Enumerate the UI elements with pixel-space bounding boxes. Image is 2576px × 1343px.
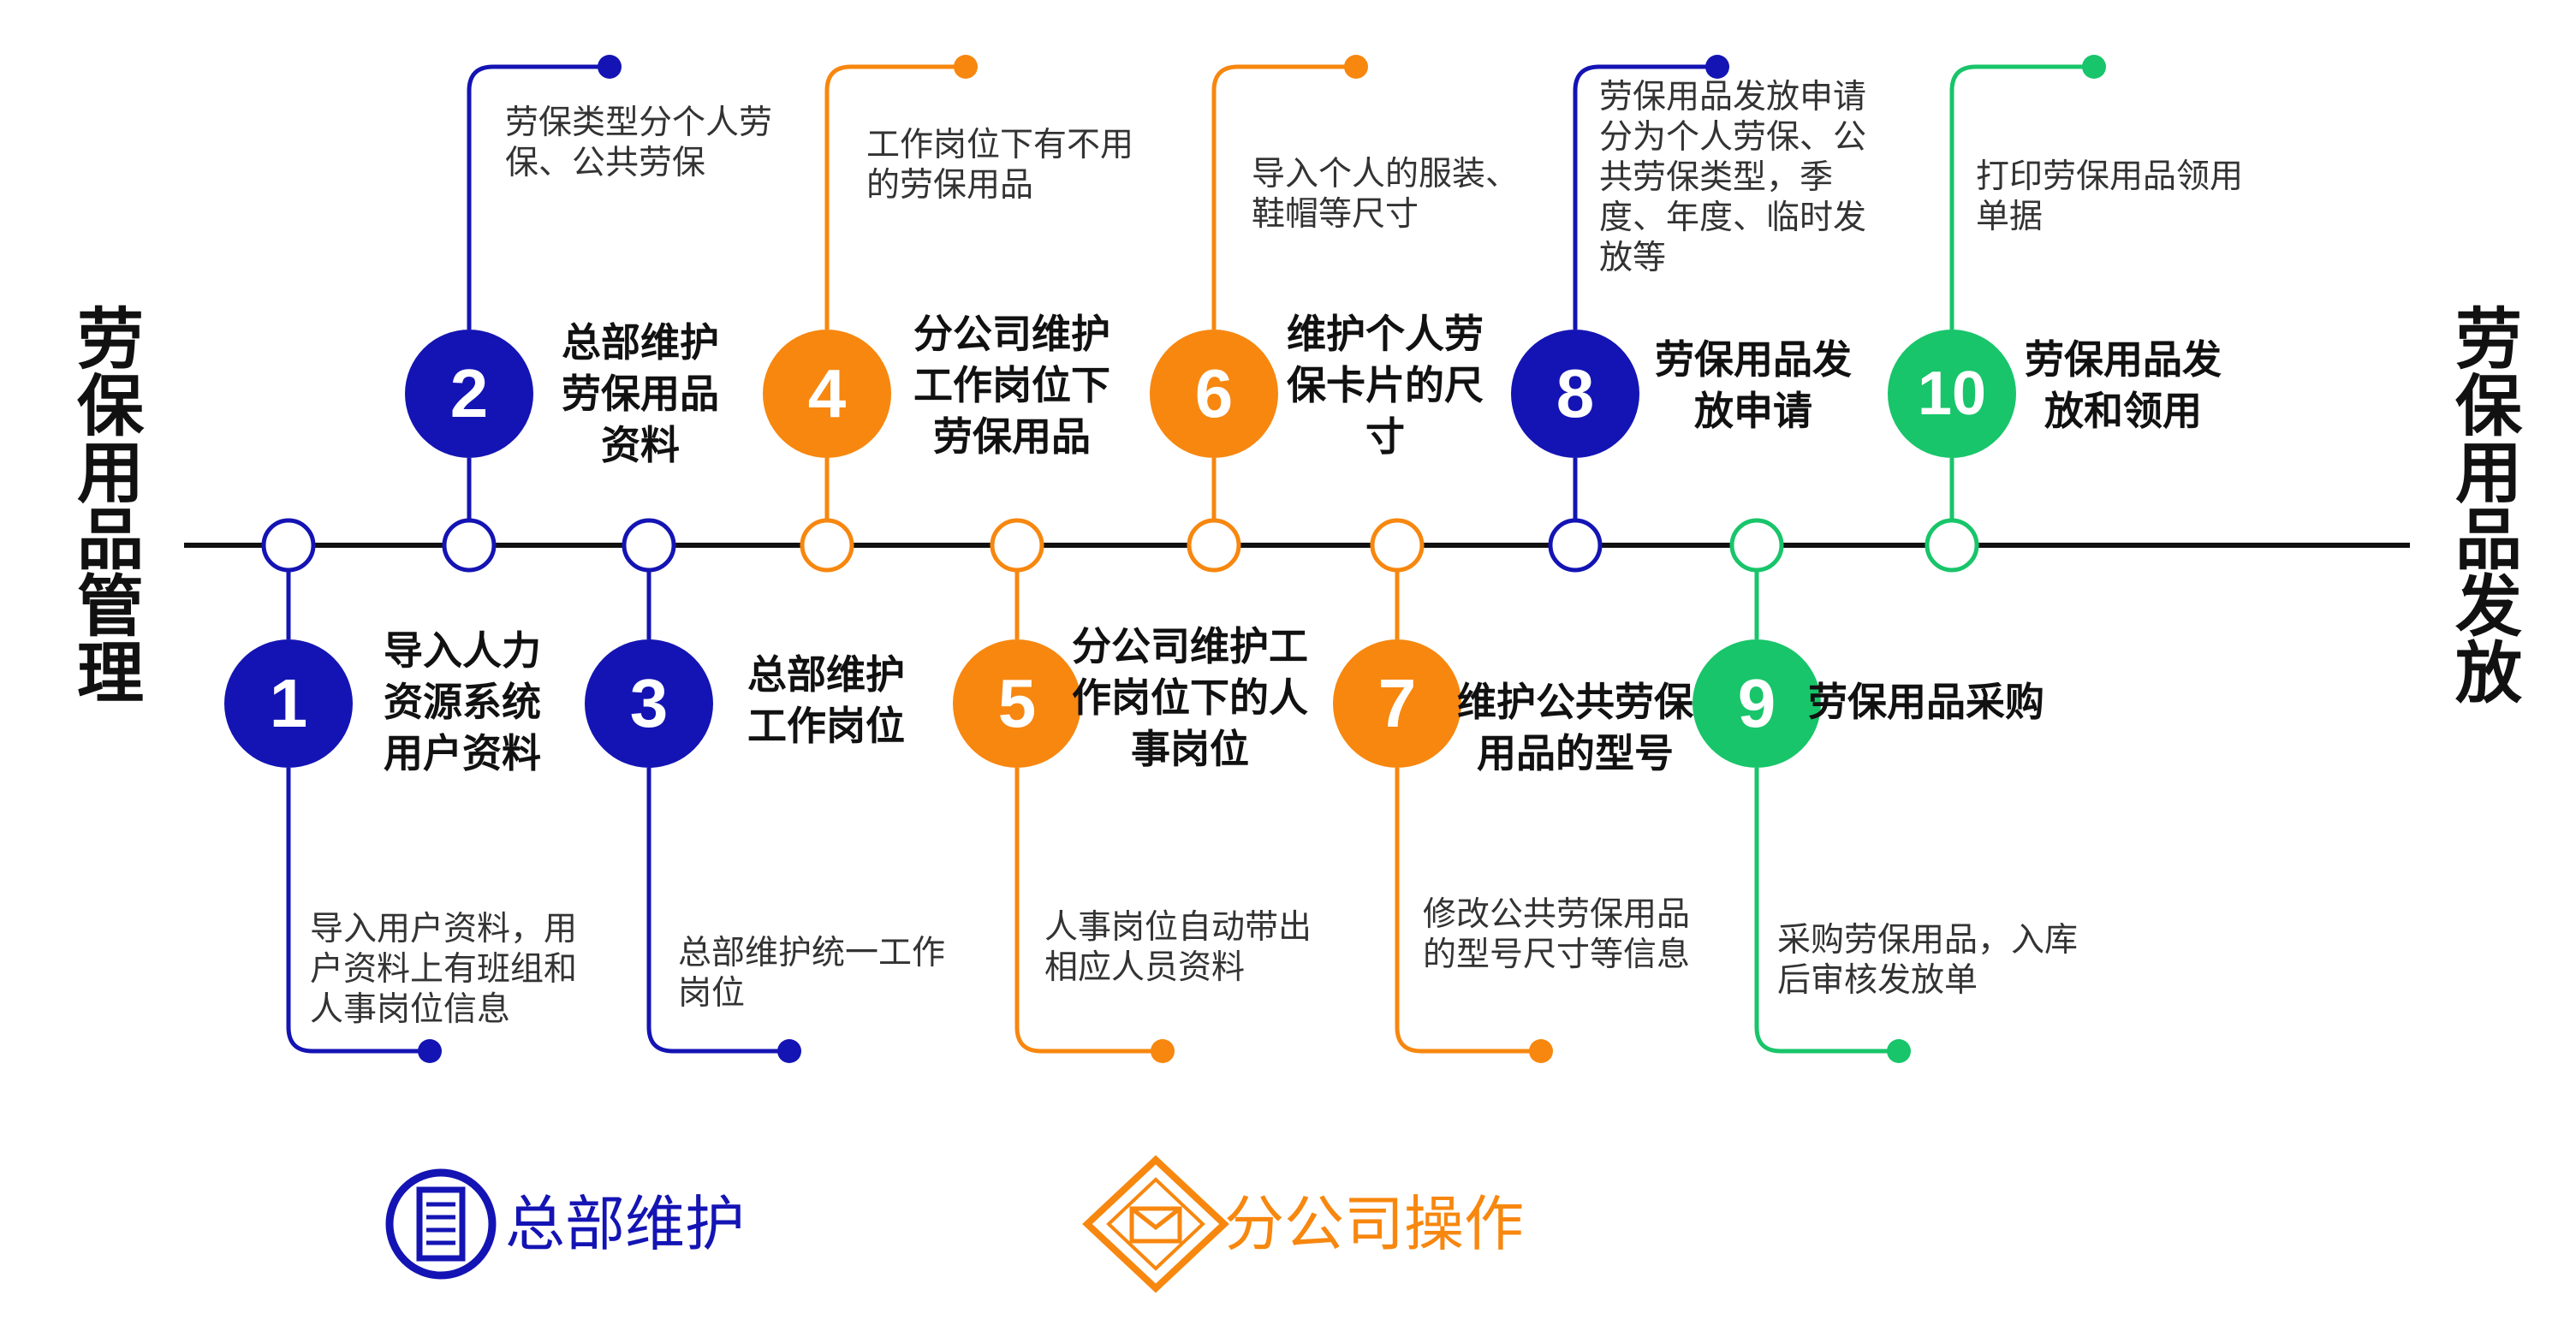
step-number-3: 3 bbox=[585, 639, 713, 768]
step-connector-6 bbox=[1211, 64, 1356, 520]
step-end-dot-9 bbox=[1887, 1039, 1911, 1063]
right-title: 劳保用品发放 bbox=[2444, 304, 2521, 704]
step-connector-10 bbox=[1949, 64, 2094, 520]
step-desc-3: 总部维护统一工作 岗位 bbox=[678, 934, 946, 1013]
step-connector-3 bbox=[646, 570, 789, 1054]
axis-node-6 bbox=[1187, 518, 1241, 573]
step-number-8: 8 bbox=[1511, 330, 1639, 458]
axis-node-5 bbox=[990, 518, 1044, 573]
step-desc-1: 导入用户资料，用 户资料上有班组和 人事岗位信息 bbox=[310, 910, 578, 1029]
step-end-dot-10 bbox=[2082, 55, 2106, 79]
step-desc-2: 劳保类型分个人劳 保、公共劳保 bbox=[505, 104, 773, 182]
step-connector-5 bbox=[1014, 570, 1163, 1054]
step-number-10: 10 bbox=[1888, 330, 2016, 458]
axis-node-4 bbox=[800, 518, 854, 573]
step-connector-7 bbox=[1395, 570, 1541, 1054]
legend-label-hq: 总部维护 bbox=[505, 1189, 745, 1259]
step-title-4: 分公司维护 工作岗位下 劳保用品 bbox=[913, 311, 1110, 460]
step-desc-10: 打印劳保用品领用 单据 bbox=[1976, 157, 2244, 236]
step-title-9: 劳保用品采购 bbox=[1808, 679, 2044, 725]
step-number-9: 9 bbox=[1693, 639, 1821, 768]
step-desc-7: 修改公共劳保用品 的型号尺寸等信息 bbox=[1423, 895, 1691, 974]
step-end-dot-7 bbox=[1529, 1039, 1553, 1063]
step-desc-6: 导入个人的服装、 鞋帽等尺寸 bbox=[1252, 155, 1520, 234]
step-title-2: 总部维护 劳保用品 资料 bbox=[562, 319, 719, 468]
step-connector-2 bbox=[467, 64, 610, 520]
step-end-dot-1 bbox=[418, 1039, 442, 1063]
step-desc-4: 工作岗位下有不用 的劳保用品 bbox=[866, 126, 1134, 205]
axis-node-10 bbox=[1925, 518, 1979, 573]
step-desc-5: 人事岗位自动带出 相应人员资料 bbox=[1044, 908, 1312, 987]
step-title-7: 维护公共劳保 用品的型号 bbox=[1457, 679, 1693, 776]
step-title-8: 劳保用品发 放申请 bbox=[1655, 336, 1852, 434]
left-title: 劳保用品管理 bbox=[66, 304, 143, 704]
step-desc-9: 采购劳保用品，入库 后审核发放单 bbox=[1777, 921, 2079, 1000]
step-number-5: 5 bbox=[953, 639, 1081, 768]
step-number-7: 7 bbox=[1333, 639, 1461, 768]
step-end-dot-4 bbox=[954, 55, 978, 79]
step-end-dot-8 bbox=[1705, 55, 1729, 79]
axis-node-8 bbox=[1548, 518, 1603, 573]
step-end-dot-2 bbox=[598, 55, 622, 79]
step-end-dot-3 bbox=[777, 1039, 801, 1063]
step-end-dot-5 bbox=[1151, 1039, 1175, 1063]
step-number-2: 2 bbox=[405, 330, 533, 458]
step-connector-4 bbox=[824, 64, 966, 520]
step-desc-8: 劳保用品发放申请 分为个人劳保、公 共劳保类型，季 度、年度、临时发 放等 bbox=[1599, 78, 1867, 277]
step-connector-8 bbox=[1573, 64, 1717, 520]
step-connector-1 bbox=[286, 570, 430, 1054]
document-icon bbox=[385, 1168, 497, 1280]
axis-node-2 bbox=[442, 518, 497, 573]
step-title-1: 导入人力 资源系统 用户资料 bbox=[384, 627, 541, 776]
step-end-dot-6 bbox=[1344, 55, 1368, 79]
step-title-5: 分公司维护工 作岗位下的人 事岗位 bbox=[1072, 623, 1308, 772]
legend-label-branch: 分公司操作 bbox=[1224, 1189, 1524, 1259]
axis-node-7 bbox=[1370, 518, 1425, 573]
axis-node-1 bbox=[261, 518, 316, 573]
step-number-1: 1 bbox=[224, 639, 353, 768]
axis-node-9 bbox=[1729, 518, 1784, 573]
step-title-6: 维护个人劳 保卡片的尺 寸 bbox=[1287, 311, 1484, 460]
step-title-3: 总部维护 工作岗位 bbox=[747, 651, 905, 749]
step-connector-9 bbox=[1754, 570, 1899, 1054]
axis-node-3 bbox=[622, 518, 676, 573]
step-number-4: 4 bbox=[763, 330, 891, 458]
step-title-10: 劳保用品发 放和领用 bbox=[2025, 336, 2222, 434]
step-number-6: 6 bbox=[1150, 330, 1278, 458]
envelope-diamond-icon bbox=[1082, 1155, 1229, 1293]
